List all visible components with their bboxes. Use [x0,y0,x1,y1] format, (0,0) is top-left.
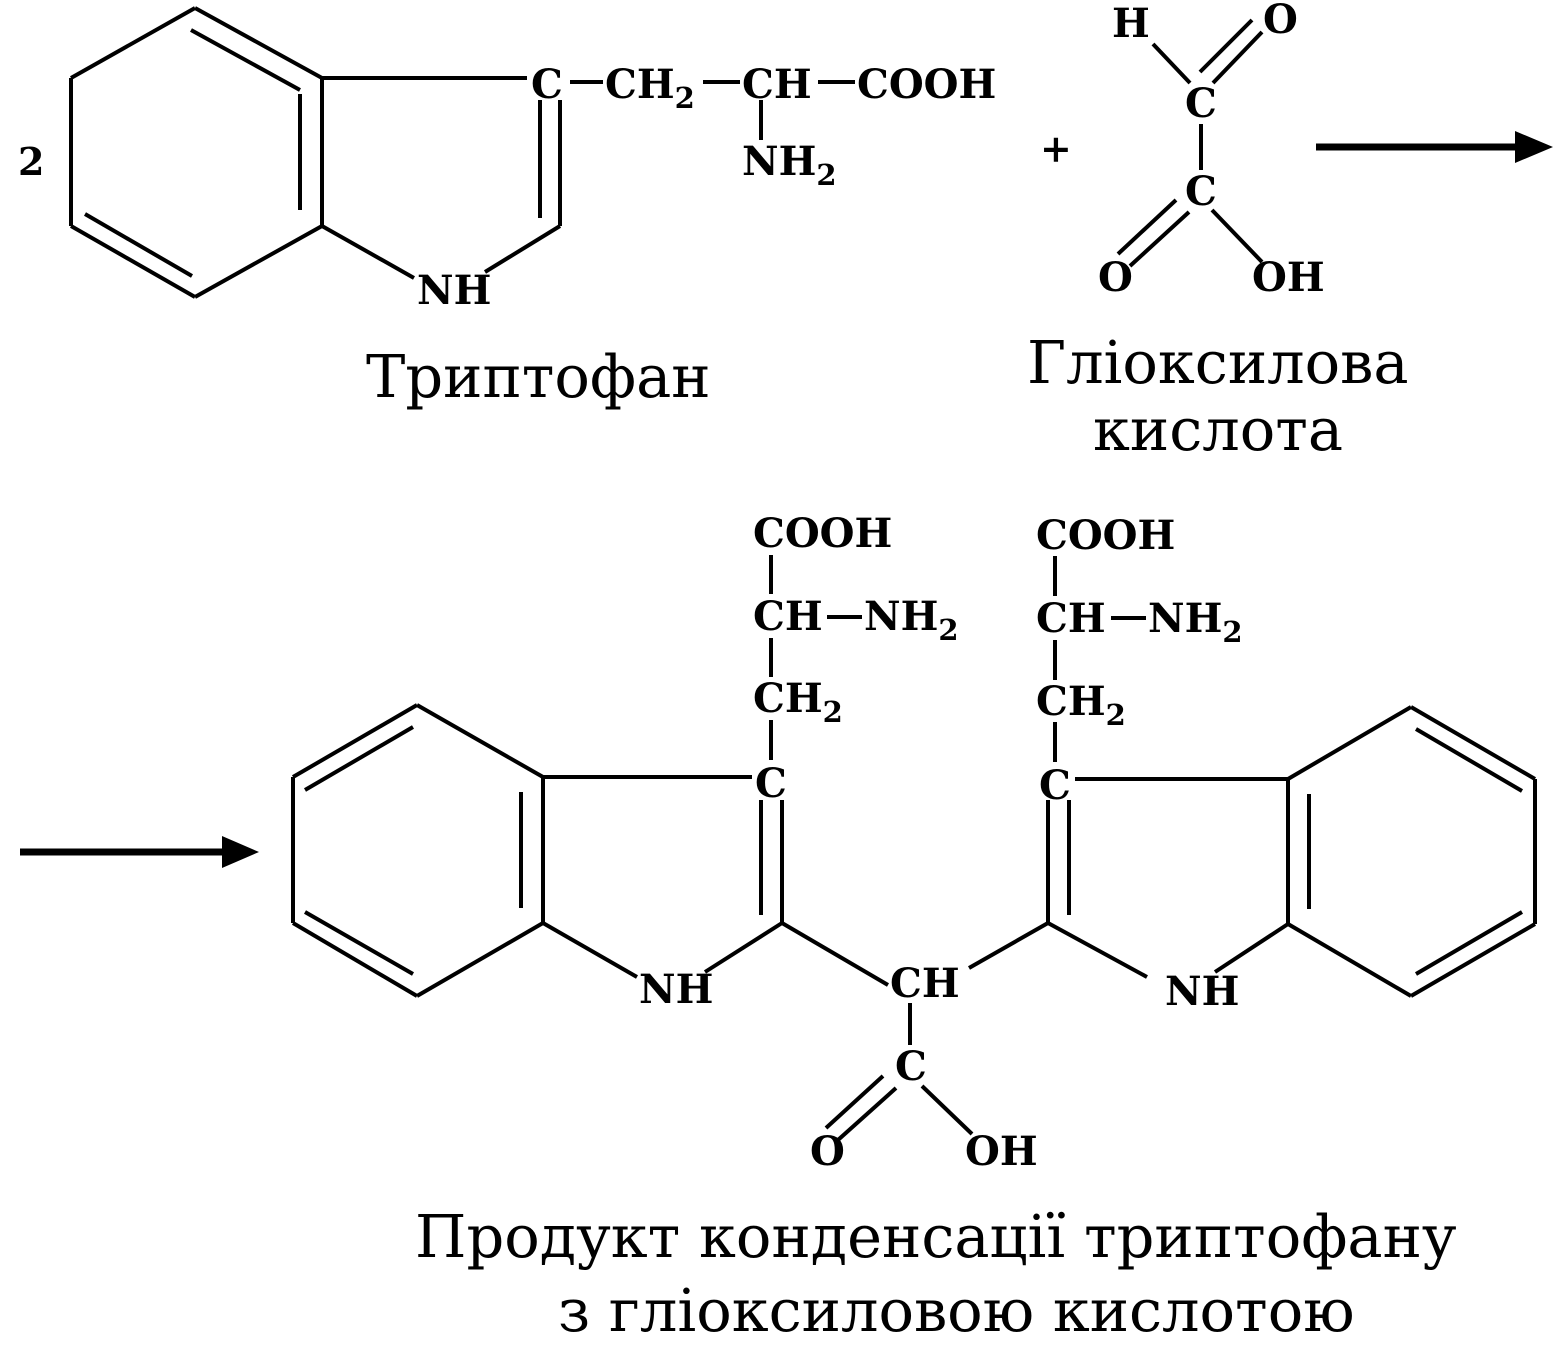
tryptophan-ch2-label: CH2 [605,61,695,115]
product-right-ch2-label: CH2 [1036,678,1126,732]
product-left-c3-label: C [755,760,787,807]
glyoxylic-o-top-label: O [1263,0,1298,43]
product-right-nh-label: NH [1165,968,1239,1015]
product-structure: COOH CH NH2 CH2 C NH COOH CH [291,510,1537,1345]
tryptophan-structure: 2 C CH2 CH COOH NH2 NH Трипто [18,6,996,411]
tryptophan-ch-label: CH [742,61,812,108]
reaction-arrow-top [1316,131,1553,163]
product-name-line1: Продукт конденсації триптофану [415,1202,1457,1271]
product-right-benzene-ring [1286,705,1537,998]
glyoxylic-acid-structure: H O C C O OH Гліоксилова кислота [1027,0,1409,464]
product-bridge-ch-label: CH [890,960,960,1007]
glyoxylic-c2-label: C [1185,168,1217,215]
glyoxylic-oh-label: OH [1252,254,1325,301]
tryptophan-benzene-ring [69,6,324,299]
product-right-c3-label: C [1039,762,1071,809]
tryptophan-c3-label: C [531,61,563,108]
product-right-nh2-label: NH2 [1148,595,1243,649]
glyoxylic-h-label: H [1112,0,1150,47]
tryptophan-nh-label: NH [417,267,491,314]
product-bridge-oh-label: OH [965,1128,1038,1175]
tryptophan-coefficient: 2 [18,139,44,184]
product-left-nh2-label: NH2 [864,593,959,647]
glyoxylic-name-line1: Гліоксилова [1027,328,1409,397]
tryptophan-nh2-label: NH2 [742,138,837,192]
product-bridge-c-label: C [895,1043,927,1090]
tryptophan-cooh-label: COOH [857,61,996,108]
product-right-cooh-label: COOH [1036,512,1175,559]
product-left-benzene-ring [291,703,545,998]
glyoxylic-c1-label: C [1185,80,1217,127]
product-name-line2: з гліоксиловою кислотою [558,1276,1355,1345]
product-left-nh-label: NH [639,966,713,1013]
glyoxylic-o-bottom-label: O [1098,254,1133,301]
glyoxylic-name-line2: кислота [1093,395,1343,464]
product-right-ch-label: CH [1036,595,1106,642]
product-left-cooh-label: COOH [753,510,892,557]
product-left-ch-label: CH [753,593,823,640]
product-left-ch2-label: CH2 [753,675,843,729]
reaction-arrow-continuation [20,836,259,868]
tryptophan-name: Триптофан [366,342,711,411]
plus-sign: + [1040,126,1072,171]
product-bridge-o-label: O [810,1128,845,1175]
